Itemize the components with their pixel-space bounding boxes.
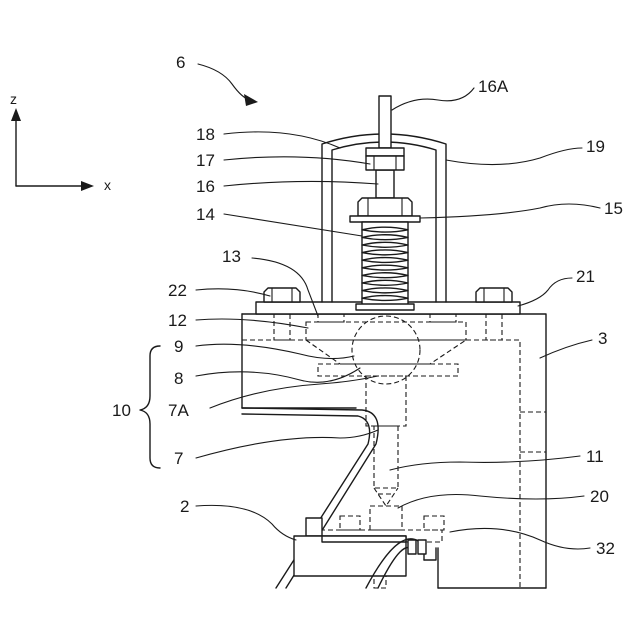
label-14: 14 — [196, 205, 215, 224]
label-15: 15 — [604, 199, 623, 218]
label-7: 7 — [174, 449, 183, 468]
x-axis-arrow-icon — [81, 181, 94, 191]
label-13: 13 — [222, 247, 241, 266]
label-2: 2 — [180, 497, 189, 516]
z-axis-arrow-icon — [11, 108, 21, 121]
label-32: 32 — [596, 539, 615, 558]
label-8: 8 — [174, 369, 183, 388]
label-19: 19 — [586, 137, 605, 156]
label-20: 20 — [590, 487, 609, 506]
x-axis-label: x — [104, 177, 111, 193]
label-3: 3 — [598, 329, 607, 348]
hidden-plate-12 — [306, 322, 466, 340]
washer-15 — [350, 216, 420, 222]
label-18: 18 — [196, 125, 215, 144]
arrow-6-icon — [244, 94, 258, 106]
label-22: 22 — [168, 281, 187, 300]
spring — [362, 222, 408, 306]
label-11: 11 — [586, 447, 604, 466]
label-10: 10 — [112, 401, 131, 420]
hidden-ball — [352, 316, 420, 384]
spring-seat — [350, 198, 420, 222]
nut-stack — [366, 148, 404, 170]
label-6: 6 — [176, 53, 185, 72]
nut-17 — [366, 156, 404, 170]
rod — [376, 96, 394, 198]
label-21: 21 — [576, 267, 595, 286]
group-brace-10 — [140, 346, 160, 468]
z-axis-label: z — [10, 91, 17, 107]
coordinate-axes: z x — [10, 91, 111, 193]
label-16A: 16A — [478, 77, 509, 96]
spring-bottom-seat — [356, 304, 414, 310]
label-9: 9 — [174, 337, 183, 356]
label-17: 17 — [196, 151, 215, 170]
label-16: 16 — [196, 177, 215, 196]
lower-block — [294, 518, 436, 588]
label-12: 12 — [168, 311, 187, 330]
washer-18 — [366, 148, 404, 156]
label-7A: 7A — [168, 401, 189, 420]
rod-top — [379, 96, 391, 148]
rod-shaft — [376, 170, 394, 198]
